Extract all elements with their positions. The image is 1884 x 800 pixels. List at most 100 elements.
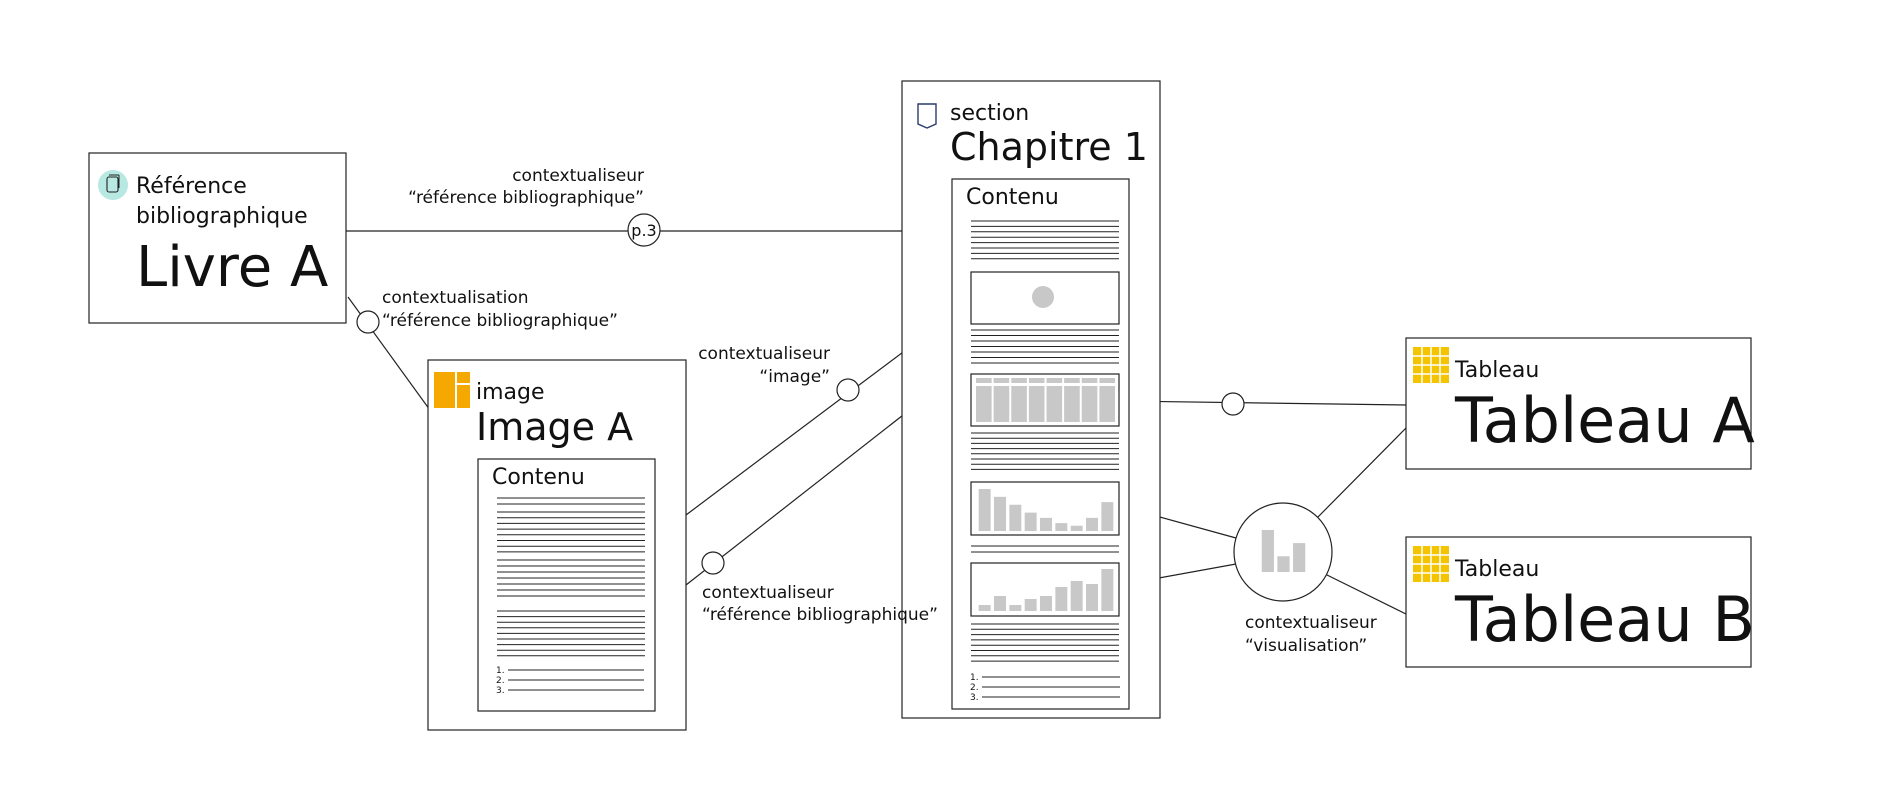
grid-icon xyxy=(1413,546,1449,582)
edges xyxy=(345,231,1409,616)
edge-label: contextualiseur xyxy=(512,166,644,186)
livre-a-type-line-2: bibliographique xyxy=(136,204,308,229)
chapitre-1-list-number: 3. xyxy=(970,693,979,703)
tableau-a-box[interactable]: Tableau Tableau A xyxy=(1405,337,1755,470)
chart-bar xyxy=(978,489,991,531)
edge-label: “référence bibliographique” xyxy=(382,311,618,331)
image-a-box[interactable]: image Image A Contenu 1. 2. 3. xyxy=(427,359,687,731)
edge-labels: contextualiseur “référence bibliographiq… xyxy=(356,166,1377,656)
tableau-a-title: Tableau A xyxy=(1454,384,1755,457)
table-header-cell xyxy=(1081,378,1098,383)
chapitre-1-title: Chapitre 1 xyxy=(950,125,1148,169)
image-icon xyxy=(434,372,470,408)
chart-bar xyxy=(978,605,991,611)
chart-bar xyxy=(1070,581,1083,611)
table-body-cell xyxy=(976,386,992,422)
table-header-cell xyxy=(993,378,1010,383)
chart-bar xyxy=(1009,605,1022,611)
chart-bar xyxy=(1086,584,1098,611)
table-body-cell xyxy=(1064,386,1080,422)
chart-bar xyxy=(1040,596,1052,611)
chapitre-1-list-number: 2. xyxy=(970,683,979,693)
chart-bar xyxy=(1070,525,1083,531)
table-body-cell xyxy=(1099,386,1115,422)
table-header-cell xyxy=(1099,378,1115,383)
image-a-list-number: 3. xyxy=(496,686,505,696)
embedded-image-block xyxy=(970,271,1120,325)
contextualiseur-image-node[interactable] xyxy=(836,378,860,402)
edge-tableau-b-to-visualisation xyxy=(1324,573,1409,616)
livre-a-box[interactable]: Référence bibliographique Livre A xyxy=(88,152,347,324)
table-body-cell xyxy=(1081,386,1098,422)
table-header-cell xyxy=(1028,378,1045,383)
chart-bar xyxy=(1040,517,1052,531)
table-header-cell xyxy=(1064,378,1080,383)
tableau-a-type: Tableau xyxy=(1454,358,1539,383)
image-a-title: Image A xyxy=(476,405,633,449)
edge-label: contextualisation xyxy=(382,288,529,308)
chart-bar xyxy=(1055,523,1068,531)
tableau-a-node[interactable] xyxy=(1221,392,1245,416)
livre-a-type: Référence xyxy=(136,174,247,199)
image-a-list-number: 1. xyxy=(496,666,505,676)
chart-bar xyxy=(1009,504,1022,531)
table-body-cell xyxy=(993,386,1010,422)
tableau-b-title: Tableau B xyxy=(1454,583,1755,656)
contextualisation-node[interactable] xyxy=(356,310,380,334)
edge-label: contextualiseur xyxy=(1245,613,1377,633)
edge-label: “visualisation” xyxy=(1245,636,1367,656)
chart-bar xyxy=(1086,517,1098,531)
edge-label: “référence bibliographique” xyxy=(702,605,938,625)
image-a-numbered-list: 1. 2. 3. xyxy=(496,666,644,696)
tableau-b-type: Tableau xyxy=(1454,557,1539,582)
edge-label: “image” xyxy=(759,367,830,387)
table-body-cell xyxy=(1046,386,1063,422)
embedded-bar-chart-2 xyxy=(970,562,1120,617)
visualisation-node[interactable] xyxy=(1233,502,1333,602)
page-node-label: p.3 xyxy=(631,221,656,240)
edge-label: “référence bibliographique” xyxy=(408,188,644,208)
table-header-cell xyxy=(1046,378,1063,383)
chapitre-1-numbered-list: 1. 2. 3. xyxy=(970,673,1120,703)
tableau-b-box[interactable]: Tableau Tableau B xyxy=(1405,536,1755,668)
icon-bar xyxy=(1293,543,1306,572)
grid-icon xyxy=(1413,347,1449,383)
table-body-cell xyxy=(1028,386,1045,422)
edge-tableau-a-to-chapitre xyxy=(1120,401,1407,406)
chart-bar xyxy=(1024,599,1037,611)
image-a-content-panel xyxy=(477,458,656,712)
chapitre-1-content-panel xyxy=(951,178,1130,710)
embedded-table-block xyxy=(970,373,1120,427)
bar-chart-icon xyxy=(1261,530,1306,572)
chart-bar xyxy=(994,496,1006,531)
table-body-cell xyxy=(1011,386,1027,422)
bookmark-icon xyxy=(917,103,937,129)
image-placeholder-dot xyxy=(1032,286,1054,308)
edge-label: contextualiseur xyxy=(702,583,834,603)
edge-label: contextualiseur xyxy=(698,344,830,364)
chapitre-1-type: section xyxy=(950,101,1029,126)
chapitre-1-box[interactable]: section Chapitre 1 Contenu 1. 2. 3. xyxy=(901,80,1161,719)
embedded-bar-chart-1 xyxy=(970,481,1120,536)
livre-a-title: Livre A xyxy=(136,235,328,300)
chart-bar xyxy=(1055,587,1068,611)
chapitre-1-text-lines xyxy=(971,220,1119,662)
table-header-cell xyxy=(976,378,992,383)
chart-bar xyxy=(1101,502,1114,531)
chart-bar xyxy=(994,596,1006,611)
image-a-type: image xyxy=(476,380,545,405)
image-a-text-lines xyxy=(497,497,645,657)
page-node[interactable] xyxy=(627,213,661,247)
icon-bar xyxy=(1277,556,1290,572)
chart-bar xyxy=(1024,512,1037,531)
image-a-content-label: Contenu xyxy=(492,465,585,490)
contextualiseur-ref-node[interactable] xyxy=(701,551,725,575)
table-header-cell xyxy=(1011,378,1027,383)
edge-tableau-a-to-visualisation xyxy=(1315,427,1407,520)
document-icon xyxy=(98,170,128,200)
chapitre-1-list-number: 1. xyxy=(970,673,979,683)
image-a-list-number: 2. xyxy=(496,676,505,686)
chapitre-1-content-label: Contenu xyxy=(966,185,1059,210)
chart-bar xyxy=(1101,569,1114,611)
